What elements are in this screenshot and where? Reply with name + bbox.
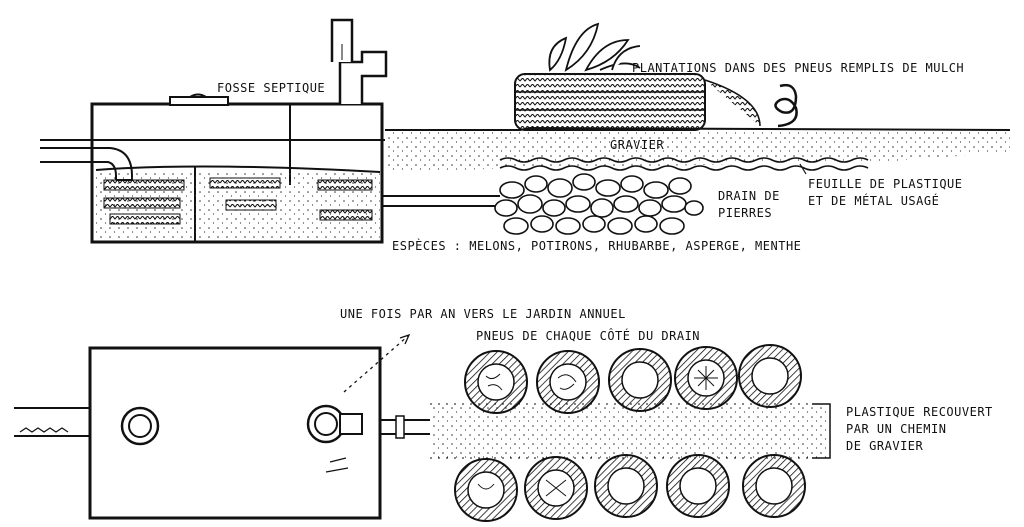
covered-label-1: PLASTIQUE RECOUVERT (846, 405, 993, 419)
covered-label-3: DE GRAVIER (846, 439, 924, 453)
tire (524, 456, 588, 520)
tires-top-row (464, 344, 802, 414)
tire (464, 350, 528, 414)
tire (674, 346, 738, 410)
annual-arrow (343, 333, 411, 393)
stone-drain-label-1: DRAIN DE (718, 189, 780, 203)
septic-tank-label: FOSSE SEPTIQUE (217, 81, 326, 95)
path-bracket (812, 403, 831, 459)
tires-label: PNEUS DE CHAQUE CÔTÉ DU DRAIN (476, 329, 701, 343)
tire (454, 458, 518, 522)
plants (548, 22, 641, 72)
tire (738, 344, 802, 408)
sheet-label-1: FEUILLE DE PLASTIQUE (808, 177, 963, 191)
gravel-layer (385, 130, 1010, 172)
stone-drain-label-2: PIERRES (718, 206, 773, 220)
outlet-pipe (382, 195, 500, 207)
gravel-label: GRAVIER (610, 138, 665, 152)
species-label: ESPÈCES : MELONS, POTIRONS, RHUBARBE, AS… (392, 239, 802, 253)
tire (666, 454, 730, 518)
stone-drain (494, 173, 704, 235)
annual-label: UNE FOIS PAR AN VERS LE JARDIN ANNUEL (340, 307, 626, 321)
tire (742, 454, 806, 518)
bottom-outlet-pipe (380, 415, 430, 439)
plastic-sheet (499, 157, 869, 171)
tire-stack (514, 73, 761, 131)
covered-label-2: PAR UN CHEMIN (846, 422, 947, 436)
tire (594, 454, 658, 518)
vent-pipe (330, 18, 388, 104)
tires-bottom-row (454, 454, 806, 522)
bottom-inlet-pipe (14, 407, 92, 437)
tire-planting-label: PLANTATIONS DANS DES PNEUS REMPLIS DE MU… (632, 61, 965, 75)
sheet-leader (799, 163, 807, 175)
tank-plan-view (88, 346, 382, 520)
septic-tank (90, 93, 384, 244)
tire (536, 350, 600, 414)
tire (608, 348, 672, 412)
sheet-label-2: ET DE MÉTAL USAGÉ (808, 194, 940, 208)
spiral (774, 83, 798, 128)
